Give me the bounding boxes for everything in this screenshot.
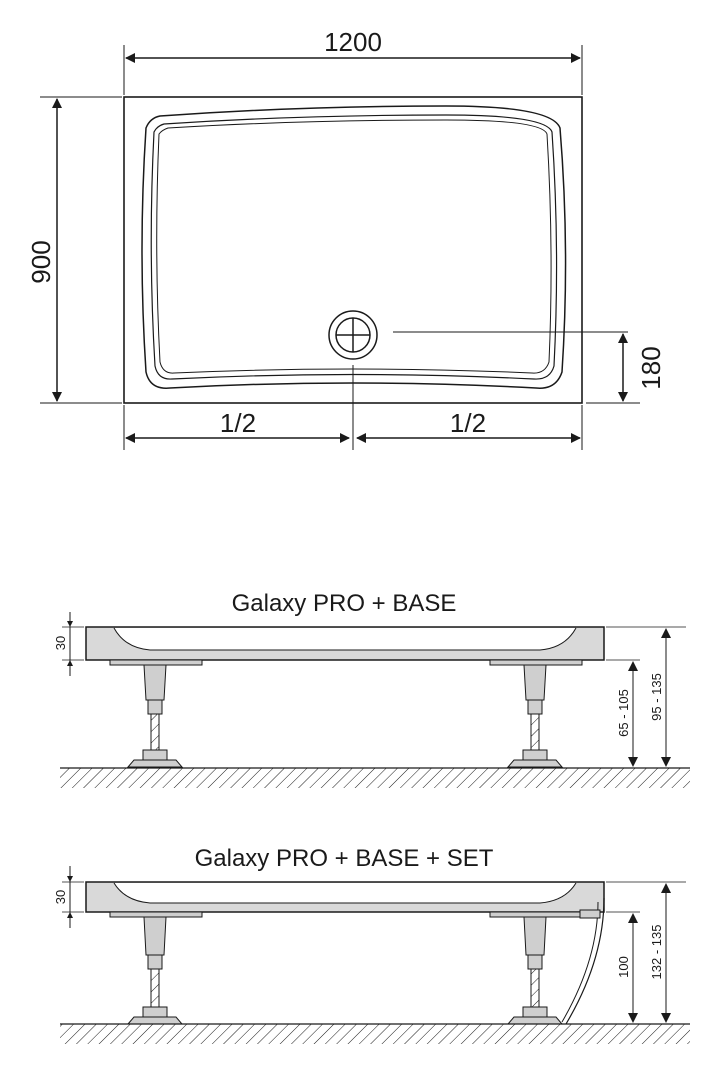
half-left-label: 1/2 (220, 408, 256, 438)
total-height-label: 132 - 135 (649, 925, 664, 980)
tray-basin-section (113, 627, 577, 651)
leg-height-label: 100 (616, 956, 631, 978)
side-view-base-title: Galaxy PRO + BASE (232, 590, 457, 617)
floor-hatch (60, 768, 690, 788)
front-panel-profile (565, 897, 605, 1025)
tray-height-label: 30 (53, 636, 68, 650)
support-leg-right (506, 664, 564, 768)
top-view: 1200 900 180 1/2 1/2 (26, 27, 666, 450)
basin-middle-contour (150, 114, 558, 380)
width-label: 1200 (324, 27, 382, 57)
side-view-set-title: Galaxy PRO + BASE + SET (195, 845, 494, 872)
tray-outline (123, 96, 583, 404)
support-leg-right (506, 916, 564, 1025)
leg-height-label: 65 - 105 (616, 689, 631, 737)
drain-icon (328, 310, 378, 360)
support-leg-left (126, 916, 184, 1025)
panel-clip (579, 909, 601, 919)
depth-label: 900 (26, 240, 56, 283)
floor-hatch (60, 1024, 690, 1044)
total-height-label: 95 - 135 (649, 673, 664, 721)
basin-inner-contour (156, 119, 552, 374)
half-right-label: 1/2 (450, 408, 486, 438)
basin-outer-contour (141, 105, 567, 389)
support-leg-left (126, 664, 184, 768)
side-view-base: Galaxy PRO + BASE (53, 590, 690, 788)
tray-basin-section (113, 882, 577, 904)
tray-height-label: 30 (53, 890, 68, 904)
drain-offset-label: 180 (636, 346, 666, 389)
front-panel-inner-profile (561, 901, 599, 1023)
side-view-set: Galaxy PRO + BASE + SET (53, 845, 690, 1044)
